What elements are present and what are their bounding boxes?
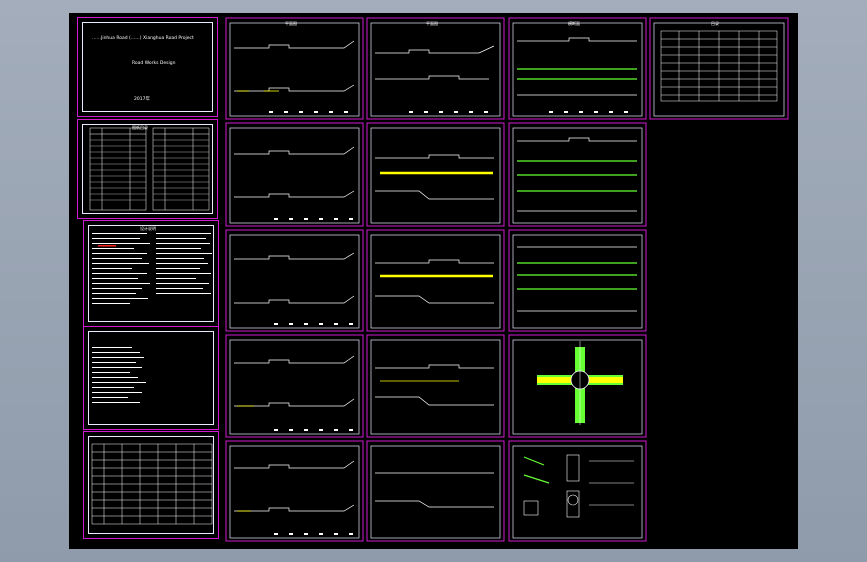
sheet-frame — [88, 436, 214, 534]
sheet-frame — [82, 22, 213, 112]
intersection-plan — [537, 341, 623, 425]
sheet-notes-1[interactable]: 设计说明 — [83, 220, 219, 327]
index-table — [89, 127, 210, 211]
cover-title: ……Jinhua Road (……) Xianghua Road Project — [92, 36, 194, 41]
sheet-title: 目录 — [711, 21, 719, 26]
sheet-frame — [88, 331, 214, 425]
plan-sheets-grid — [225, 17, 789, 542]
drawing-canvas[interactable]: ……Jinhua Road (……) Xianghua Road Project… — [69, 13, 798, 549]
sheet-title: 平面图 — [426, 21, 438, 26]
cover-date: 2017年 — [134, 97, 150, 102]
sheet-title: 平面图 — [285, 21, 297, 26]
cover-subtitle: Road Works Design — [132, 61, 176, 66]
sheet-title: 横断面 — [568, 21, 580, 26]
sheet-frame — [88, 225, 214, 322]
sheet-frame — [82, 124, 213, 214]
sheet-label: 设计说明 — [140, 226, 156, 231]
notes-text-block — [92, 233, 212, 304]
sheet-label: 图纸目录 — [132, 125, 148, 130]
sheet-index[interactable]: 图纸目录 — [77, 119, 218, 219]
sheet-cover[interactable]: ……Jinhua Road (……) Xianghua Road Project… — [77, 17, 218, 117]
sheet-notes-2[interactable] — [83, 326, 219, 430]
quantity-table — [91, 443, 213, 525]
sheet-table[interactable] — [83, 431, 219, 539]
notes-text-block — [92, 347, 146, 403]
